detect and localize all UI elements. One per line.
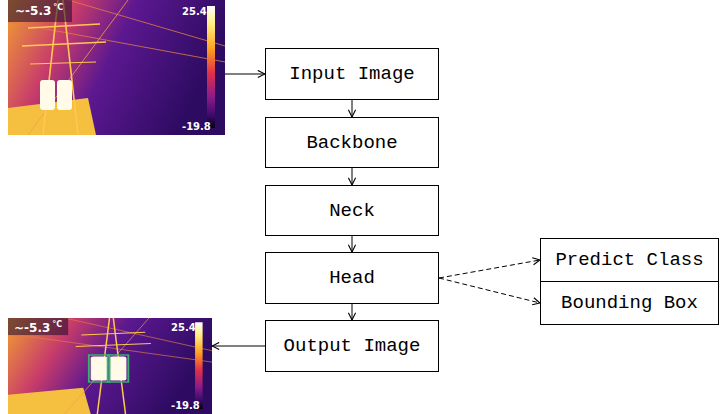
flow-arrow — [212, 346, 265, 347]
box-label: Backbone — [306, 132, 397, 154]
image-reading: 25.4 — [171, 323, 196, 333]
flow-arrow — [225, 74, 265, 75]
output-thermal-picture — [8, 318, 212, 414]
box-label: Output Image — [284, 335, 421, 357]
image-reading: -19.8 — [171, 401, 200, 411]
box-label: Input Image — [289, 63, 414, 85]
thermal-image: ~-5.3°C 25.4 -19.8 — [8, 318, 212, 414]
flow-arrow — [352, 236, 353, 252]
box-label: Bounding Box — [561, 292, 698, 314]
input-thermal-picture — [8, 0, 225, 135]
dashed-arrow — [439, 260, 540, 278]
process-box: Output Image — [265, 320, 439, 372]
flow-arrow — [352, 168, 353, 185]
process-box: Input Image — [265, 48, 439, 100]
box-label: Neck — [329, 200, 375, 222]
image-reading: °C — [53, 4, 63, 12]
output-box: Predict Class — [540, 238, 719, 282]
flow-arrow — [352, 304, 353, 320]
process-box: Neck — [265, 185, 439, 236]
box-label: Head — [329, 267, 375, 289]
image-reading: 25.4 — [182, 7, 207, 17]
flow-arrow — [352, 100, 353, 117]
image-reading: ~-5.3 — [15, 5, 51, 17]
box-label: Predict Class — [555, 249, 703, 271]
dashed-arrow — [439, 278, 540, 303]
process-box: Head — [265, 252, 439, 304]
process-box: Backbone — [265, 117, 439, 168]
image-reading: ~-5.3 — [14, 322, 50, 334]
output-box: Bounding Box — [540, 281, 719, 325]
image-reading: °C — [52, 321, 62, 329]
image-reading: -19.8 — [182, 122, 211, 132]
thermal-image: ~-5.3°C 25.4 -19.8 — [8, 0, 225, 135]
